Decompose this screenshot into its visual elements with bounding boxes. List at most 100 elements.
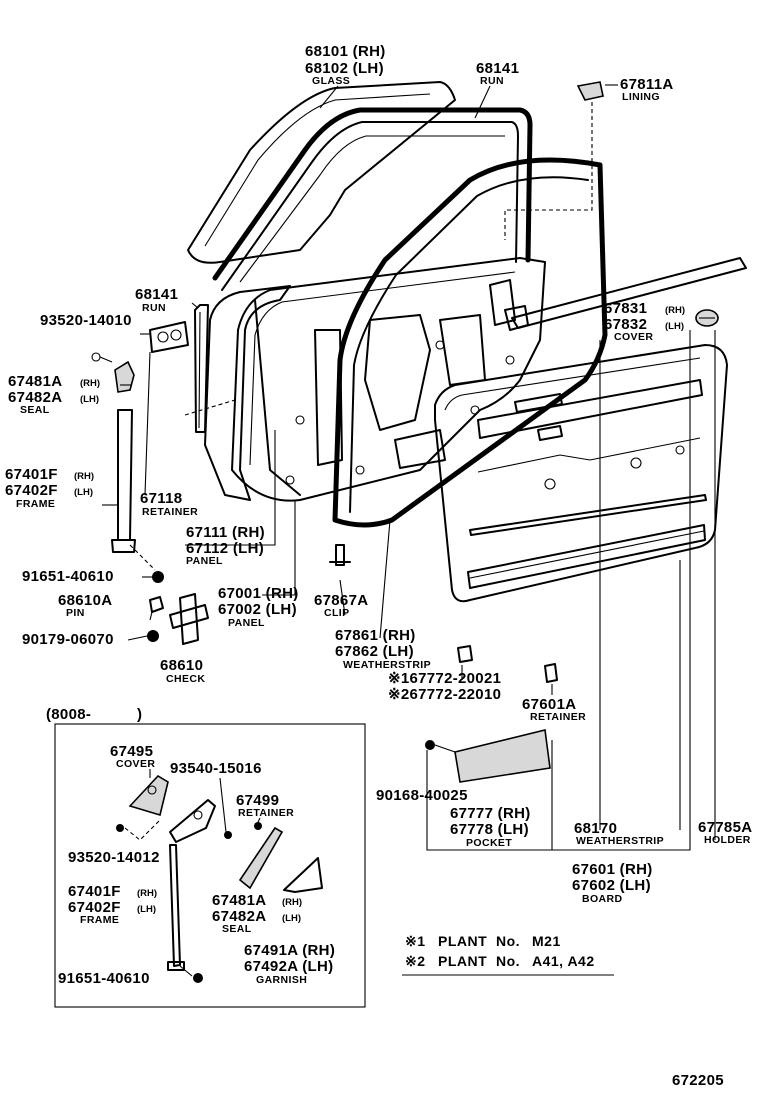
- seal-sub1: (RH): [80, 378, 100, 389]
- inset-bolt-91651-pn: 91651-40610: [58, 970, 150, 987]
- cover-upper-sub2: (LH): [665, 321, 684, 332]
- clip-pn: 67867A: [314, 592, 368, 609]
- note-1-mark: ※1: [405, 933, 426, 949]
- inset-seal-sub1: (RH): [282, 897, 302, 908]
- holder-pn: 67785A: [698, 819, 752, 836]
- panel-inner-pn2: 67112 (LH): [186, 540, 264, 557]
- inset-frame-sub2: (LH): [137, 904, 156, 915]
- run-lower-pn: 68141: [135, 286, 178, 303]
- pocket-pn2: 67778 (LH): [450, 821, 529, 838]
- cover-upper-pn2: 67832: [604, 316, 647, 333]
- cover-upper-pn1: 67831: [604, 300, 647, 317]
- inset-retainer-pn: 67499: [236, 792, 279, 809]
- cover-belt-part: [504, 257, 747, 331]
- weatherstrip-door-pn2: 67862 (LH): [335, 643, 414, 660]
- frame-sub2: (LH): [74, 487, 93, 498]
- cover-upper-name: COVER: [614, 331, 653, 343]
- board-pn2: 67602 (LH): [572, 877, 651, 894]
- frame-part: [111, 409, 156, 571]
- lining-name: LINING: [622, 91, 660, 103]
- inset-garnish-pn1: 67491A (RH): [244, 942, 335, 959]
- screw-90168-40025-pn: 90168-40025: [376, 787, 468, 804]
- bolt-93520-14010-pn: 93520-14010: [40, 312, 132, 329]
- diagram-code: 672205: [672, 1072, 724, 1089]
- inset-header: (8008- ): [46, 706, 142, 723]
- panel-door-pn1: 67001 (RH): [218, 585, 299, 602]
- door-panel-part: [231, 257, 546, 502]
- check-part: [147, 593, 209, 645]
- check-pn: 68610: [160, 657, 203, 674]
- note-2-label: PLANT: [438, 953, 487, 969]
- frame-sub1: (RH): [74, 471, 94, 482]
- seal-sub2: (LH): [80, 394, 99, 405]
- weatherstrip-belt-pn: 68170: [574, 820, 617, 837]
- weatherstrip-door-pn1: 67861 (RH): [335, 627, 416, 644]
- board-name: BOARD: [582, 893, 623, 905]
- inset-garnish-name: GARNISH: [256, 974, 307, 986]
- retainer-67601a-name: RETAINER: [530, 711, 586, 723]
- note-2-no: No.: [496, 953, 520, 969]
- door-shell-part: [204, 285, 291, 501]
- inset-frame: [54, 723, 366, 1008]
- inset-retainer-name: RETAINER: [238, 807, 294, 819]
- inset-frame-pn1: 67401F: [68, 883, 121, 900]
- pocket-part: [425, 729, 551, 783]
- retainer-67118-pn: 67118: [140, 490, 182, 507]
- run-upper-pn: 68141: [476, 60, 519, 77]
- pin-name: PIN: [66, 607, 85, 619]
- run-upper-part: [212, 107, 533, 291]
- check-name: CHECK: [166, 673, 205, 685]
- clip-plant1-pn: ※167772-20021: [388, 670, 501, 687]
- inset-seal-sub2: (LH): [282, 913, 301, 924]
- frame-pn1: 67401F: [5, 466, 58, 483]
- clip-name: CLIP: [324, 607, 350, 619]
- run-lower-part: [194, 304, 209, 433]
- retainer-67601a-pn: 67601A: [522, 696, 576, 713]
- weatherstrip-door-part: [332, 157, 608, 528]
- leader-lines: [102, 84, 716, 851]
- clip-part: [329, 544, 351, 566]
- pocket-pn1: 67777 (RH): [450, 805, 531, 822]
- holder-part: [695, 309, 719, 327]
- seal-pn2: 67482A: [8, 389, 62, 406]
- inset-frame-pn2: 67402F: [68, 899, 121, 916]
- clip-plant-part: [457, 645, 473, 663]
- run-upper-name: RUN: [480, 75, 504, 87]
- inset-garnish-pn2: 67492A (LH): [244, 958, 333, 975]
- cover-upper-sub1: (RH): [665, 305, 685, 316]
- panel-door-name: PANEL: [228, 617, 265, 629]
- retainer-67601a-part: [544, 663, 558, 683]
- weatherstrip-belt-name: WEATHERSTRIP: [576, 835, 664, 847]
- weatherstrip-door-name: WEATHERSTRIP: [343, 659, 431, 671]
- holder-name: HOLDER: [704, 834, 751, 846]
- inset-seal-pn1: 67481A: [212, 892, 266, 909]
- inset-cover-name: COVER: [116, 758, 155, 770]
- retainer-67118-name: RETAINER: [142, 506, 198, 518]
- note-1-value: M21: [532, 933, 561, 949]
- inset-bolt-93520-pn: 93520-14012: [68, 849, 160, 866]
- clip-plant2-pn: ※267772-22010: [388, 686, 501, 703]
- note-2-value: A41, A42: [532, 953, 595, 969]
- glass-name: GLASS: [312, 75, 350, 87]
- seal-name: SEAL: [20, 404, 50, 416]
- glass-pn1: 68101 (RH): [305, 43, 386, 60]
- bolt-91651-part: [152, 571, 164, 583]
- panel-inner-name: PANEL: [186, 555, 223, 567]
- note-1-label: PLANT: [438, 933, 487, 949]
- inset-seal-pn2: 67482A: [212, 908, 266, 925]
- inset-screw-pn: 93540-15016: [170, 760, 262, 777]
- inset-frame-name: FRAME: [80, 914, 119, 926]
- bolt-91651-40610-pn: 91651-40610: [22, 568, 114, 585]
- run-lower-name: RUN: [142, 302, 166, 314]
- lining-pn: 67811A: [620, 76, 674, 93]
- pin-pn: 68610A: [58, 592, 112, 609]
- note-2-mark: ※2: [405, 953, 426, 969]
- inset-frame-sub1: (RH): [137, 888, 157, 899]
- lining-part: [504, 81, 604, 240]
- frame-name: FRAME: [16, 498, 55, 510]
- inset-cover-pn: 67495: [110, 743, 153, 760]
- plant-notes: ※1 PLANT No. M21 ※2 PLANT No. A41, A42: [402, 933, 614, 976]
- seal-pn1: 67481A: [8, 373, 62, 390]
